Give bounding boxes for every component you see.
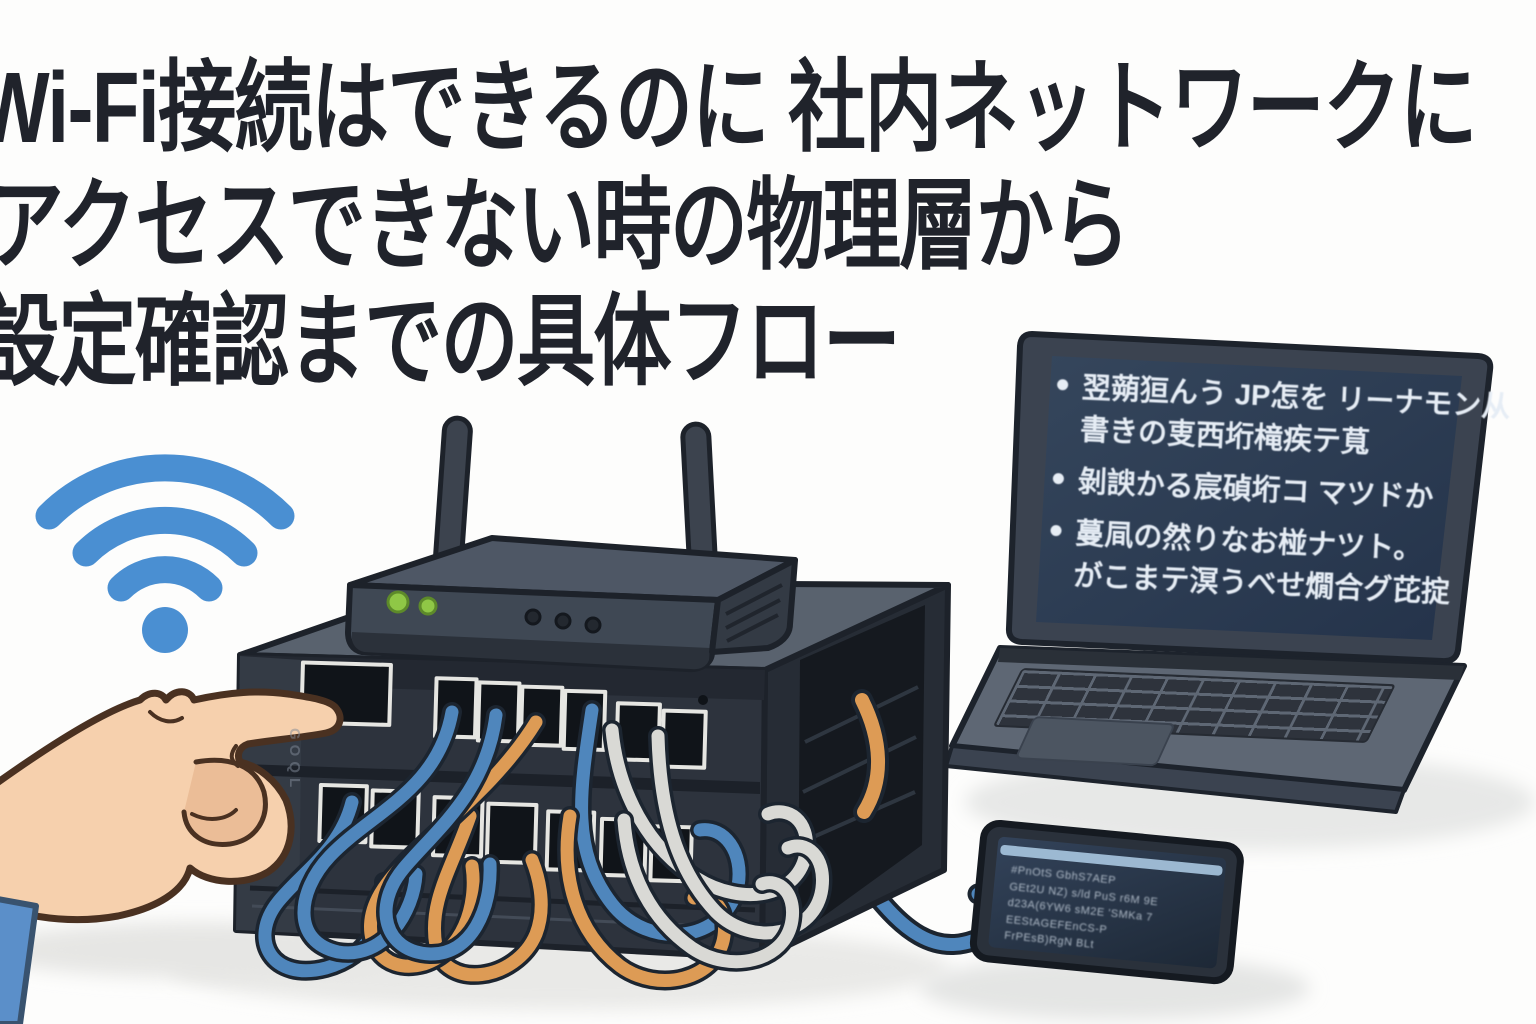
hand xyxy=(0,688,344,924)
router-led xyxy=(386,590,410,614)
wireless-router-illustration xyxy=(345,415,798,673)
router-antennas xyxy=(433,415,718,573)
headline-line-3: 設定確認までの具体フロー xyxy=(0,286,901,398)
tablet-illustration xyxy=(969,819,1244,985)
switch-side-marking: GOQL xyxy=(286,728,303,793)
headline-line-2: アクセスできない時の物理層から xyxy=(0,170,1130,282)
bullet-dot-icon xyxy=(1056,378,1069,391)
sleeve-cuff xyxy=(0,896,39,1024)
laptop-touchpad xyxy=(1014,716,1176,767)
screen-bullet: 翌蒴狟んう JP怎を リーナモン从 書きの叓西垳槞疾テ萈 xyxy=(1054,366,1511,469)
tablet-screen-bar xyxy=(1000,844,1223,876)
laptop-screen-text: 翌蒴狟んう JP怎を リーナモン从 書きの叓西垳槞疾テ萈 剝諛かる宸碵垳コ マツ… xyxy=(1047,366,1511,624)
ethernet-cables xyxy=(254,700,833,991)
screen-bullet: 剝諛かる宸碵垳コ マツドか xyxy=(1052,460,1461,521)
laptop-hinge xyxy=(998,648,1464,680)
wifi-icon xyxy=(35,454,295,653)
headline-line-1: Wi-Fi接続はできるのに 社内ネットワークに xyxy=(0,52,1478,164)
bullet-text: 剝諛かる宸碵垳コ マツドか xyxy=(1077,466,1435,515)
laptop-screen xyxy=(1036,356,1462,640)
router-buttons xyxy=(524,608,602,634)
router-right-side xyxy=(709,557,798,655)
bullet-dot-icon xyxy=(1050,524,1062,537)
pointing-hand-illustration xyxy=(0,688,344,1024)
router-led xyxy=(418,596,438,616)
screen-bullet: 蔓凬の然りなお椪ナツト。 がこまテ溟うべせ燗合グ芘掟 xyxy=(1048,512,1459,615)
bullet-dot-icon xyxy=(1052,472,1065,485)
